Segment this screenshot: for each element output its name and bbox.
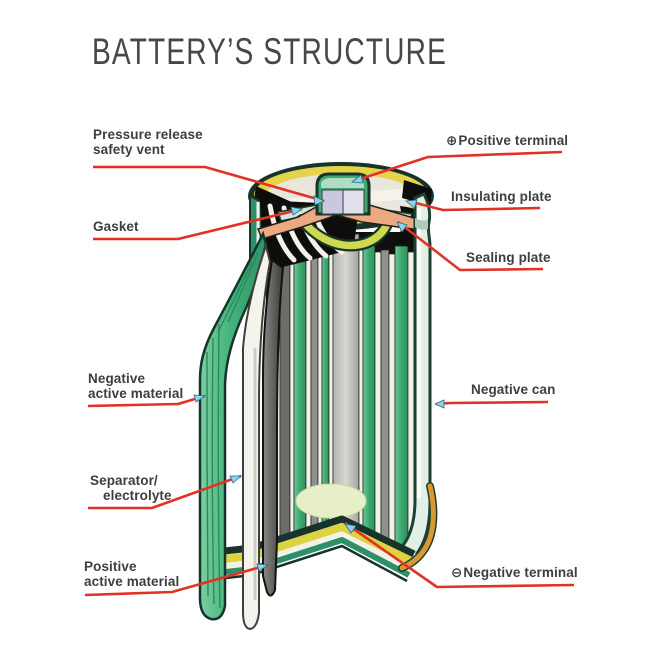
label-separator-electrolyte: Separator/ electrolyte <box>90 473 172 503</box>
insulating-plate-arrow-icon <box>404 199 418 209</box>
label-pressure-release-safety-vent: Pressure release safety vent <box>93 127 203 157</box>
sealing-plate-arrow-icon <box>396 221 408 233</box>
leader-line-gasket <box>93 207 303 241</box>
circled-plus-icon: ⊕ <box>446 133 458 149</box>
label-gasket: Gasket <box>93 219 139 234</box>
negative-can-arrow-icon <box>434 399 445 409</box>
page-title: BATTERY’S STRUCTURE <box>92 31 447 72</box>
leader-line-negative-terminal <box>344 521 575 589</box>
leader-lines <box>84 150 575 597</box>
positive-active-material-sheet <box>262 258 285 597</box>
leader-line-positive-terminal <box>353 150 563 183</box>
positive-terminal-arrow-icon <box>350 174 364 184</box>
separator-arrow-icon <box>229 475 243 484</box>
label-insulating-plate: Insulating plate <box>451 189 552 204</box>
negative-active-material-sheet <box>198 230 268 621</box>
negative-active-material-arrow-icon <box>193 394 207 403</box>
label-sealing-plate: Sealing plate <box>466 250 551 265</box>
label-positive-terminal: ⊕Positive terminal <box>446 133 569 149</box>
gasket-arrow-icon <box>290 206 304 216</box>
leader-line-positive-active-material <box>84 563 269 597</box>
gasket-ribbon <box>296 213 395 252</box>
label-negative-active-material: Negative active material <box>88 371 184 401</box>
arrowheads <box>193 174 445 572</box>
label-negative-terminal: ⊖Negative terminal <box>451 565 578 581</box>
leader-line-separator-electrolyte <box>88 474 242 510</box>
leader-line-pressure-release-safety-vent <box>93 165 325 203</box>
peeled-layers <box>198 230 285 631</box>
circled-minus-icon: ⊖ <box>451 565 463 581</box>
positive-active-material-arrow-icon <box>256 563 270 572</box>
pressure-vent-arrow-icon <box>313 195 325 206</box>
label-positive-active-material: Positive active material <box>84 559 180 589</box>
label-negative-can: Negative can <box>471 382 556 397</box>
positive-terminal-button <box>315 172 371 216</box>
leader-line-insulating-plate <box>407 199 541 212</box>
negative-terminal-arrow-icon <box>344 523 357 534</box>
leader-line-sealing-plate <box>397 220 544 272</box>
leader-line-negative-can <box>435 400 549 406</box>
